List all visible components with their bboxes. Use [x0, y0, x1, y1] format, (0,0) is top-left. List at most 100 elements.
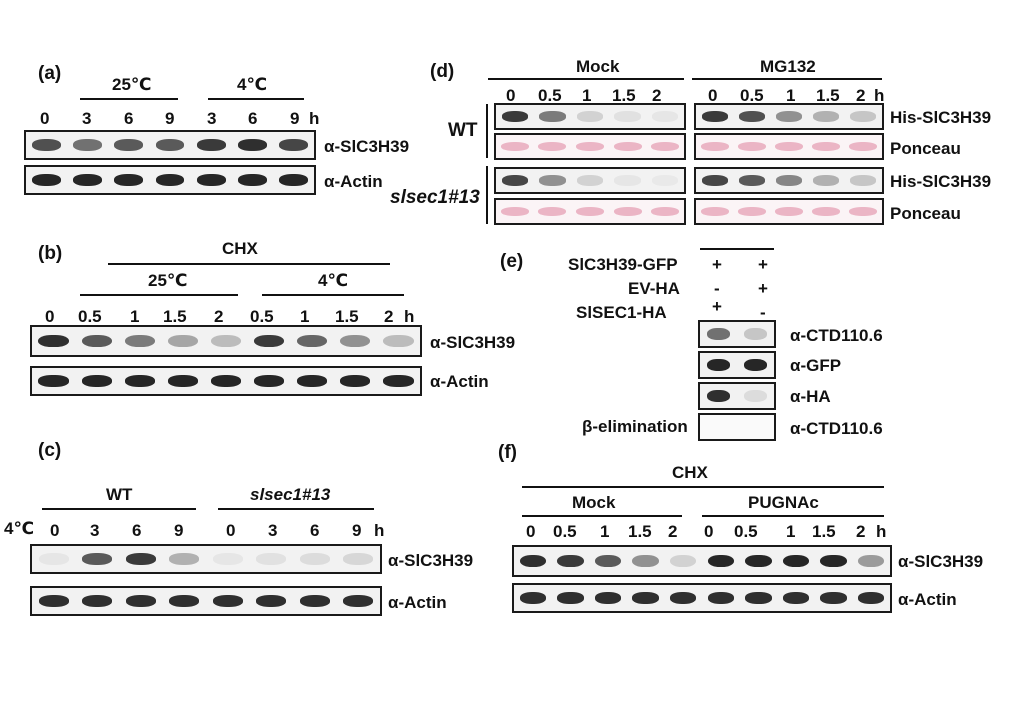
panel-e-sign: -: [714, 279, 720, 298]
panel-b-time: 0.5: [250, 307, 274, 326]
panel-c-time-unit: h: [374, 521, 385, 540]
panel-e-row-name: SlSEC1-HA: [576, 303, 667, 322]
panel-c-time: 6: [132, 521, 142, 540]
panel-b-time: 0.5: [78, 307, 102, 326]
blot-band: [850, 175, 877, 186]
panel-d-label: (d): [430, 61, 455, 82]
panel-f-group-mock: Mock: [572, 493, 616, 512]
panel-e-blot-gfp: [698, 351, 776, 379]
blot-band: [820, 592, 847, 604]
panel-a-time: 9: [290, 109, 300, 128]
ponceau-band: [575, 206, 605, 217]
panel-b-blot-label: α-Actin: [430, 372, 489, 391]
panel-c-time: 9: [352, 521, 362, 540]
ponceau-band: [812, 141, 841, 152]
panel-e-blot-label: α-GFP: [790, 356, 842, 375]
blot-band: [745, 592, 772, 604]
panel-c-time: 9: [174, 521, 184, 540]
blot-band: [196, 139, 226, 151]
panel-a-time: 0: [40, 109, 50, 128]
panel-d-blot-ponceau-mutant-mg132: [694, 198, 884, 225]
blot-band: [519, 592, 546, 604]
panel-d-row-wt: WT: [448, 120, 478, 141]
blot-band: [210, 375, 242, 387]
blot-band: [38, 375, 69, 387]
panel-a-time: 6: [248, 109, 258, 128]
panel-f-time: 1: [600, 522, 610, 541]
panel-f-label: (f): [498, 442, 517, 463]
blot-band: [124, 375, 155, 387]
blot-band: [614, 111, 641, 122]
panel-f-time: 1.5: [628, 522, 652, 541]
blot-band: [169, 553, 200, 565]
panel-f-time: 0: [704, 522, 714, 541]
ponceau-band: [700, 206, 729, 217]
panel-c-group-mutant: slsec1#13: [250, 485, 331, 504]
panel-d-row-wt-bracket: [486, 104, 488, 158]
panel-f-group-mock-line: [522, 515, 682, 517]
panel-b-group-4c: 4℃: [318, 271, 349, 290]
blot-band: [744, 359, 767, 371]
panel-b-blot-label: α-SlC3H39: [430, 333, 516, 352]
blot-band: [212, 553, 243, 565]
panel-b-time: 1.5: [335, 307, 359, 326]
blot-band: [782, 592, 810, 604]
panel-f-group-pugnac-line: [702, 515, 884, 517]
panel-d-time: 1.5: [612, 86, 636, 105]
panel-e-sign: +: [712, 297, 722, 316]
panel-f-blot-slc3h39: [512, 545, 892, 577]
ponceau-band: [651, 206, 680, 217]
blot-band: [169, 595, 200, 607]
panel-d-time: 0.5: [740, 86, 764, 105]
panel-d-time: 0.5: [538, 86, 562, 105]
ponceau-band: [651, 141, 680, 152]
panel-d-blot-label: Ponceau: [890, 139, 961, 158]
blot-band: [155, 174, 185, 186]
panel-e-blot-beta-ctd110: [698, 413, 776, 441]
blot-band: [256, 595, 287, 607]
blot-band: [707, 359, 730, 371]
panel-f-blot-label: α-Actin: [898, 590, 957, 609]
blot-band: [297, 334, 328, 348]
blot-band: [196, 174, 226, 186]
panel-e-sign: +: [758, 255, 768, 274]
panel-f-blot-actin: [512, 583, 892, 613]
ponceau-band: [538, 206, 567, 217]
blot-band: [519, 554, 546, 568]
panel-c-blot-label: α-SlC3H39: [388, 551, 474, 570]
blot-band: [775, 111, 802, 122]
ponceau-band: [500, 206, 529, 217]
panel-d-group-mg132: MG132: [760, 57, 816, 76]
blot-band: [652, 111, 679, 122]
panel-a-group-25c: 25℃: [112, 75, 152, 94]
ponceau-band: [775, 206, 803, 217]
blot-band: [820, 554, 847, 568]
ponceau-band: [775, 141, 803, 152]
blot-band: [32, 174, 61, 186]
blot-band: [343, 553, 374, 565]
panel-b-blot-actin: [30, 366, 422, 396]
panel-e-sign: +: [758, 279, 768, 298]
blot-band: [539, 175, 566, 186]
panel-b-label: (b): [38, 243, 63, 264]
blot-band: [652, 175, 679, 186]
blot-band: [299, 595, 330, 607]
panel-d-blot-label: His-SlC3H39: [890, 172, 992, 191]
panel-d-blot-ponceau-mutant-mock: [494, 198, 686, 225]
blot-band: [670, 592, 697, 604]
panel-a-group-25c-line: [80, 98, 178, 100]
blot-band: [501, 175, 528, 186]
panel-b-group-25c: 25℃: [148, 271, 188, 290]
blot-band: [114, 139, 144, 151]
panel-e-row-name: EV-HA: [628, 279, 680, 298]
blot-band: [114, 174, 144, 186]
ponceau-band: [849, 141, 878, 152]
panel-d-time: 0: [708, 86, 718, 105]
blot-band: [279, 174, 308, 186]
blot-band: [501, 111, 528, 122]
panel-b-group-25c-line: [80, 294, 238, 296]
blot-band: [744, 390, 767, 402]
ponceau-band: [613, 141, 642, 152]
blot-band: [383, 375, 414, 387]
blot-band: [38, 595, 69, 607]
